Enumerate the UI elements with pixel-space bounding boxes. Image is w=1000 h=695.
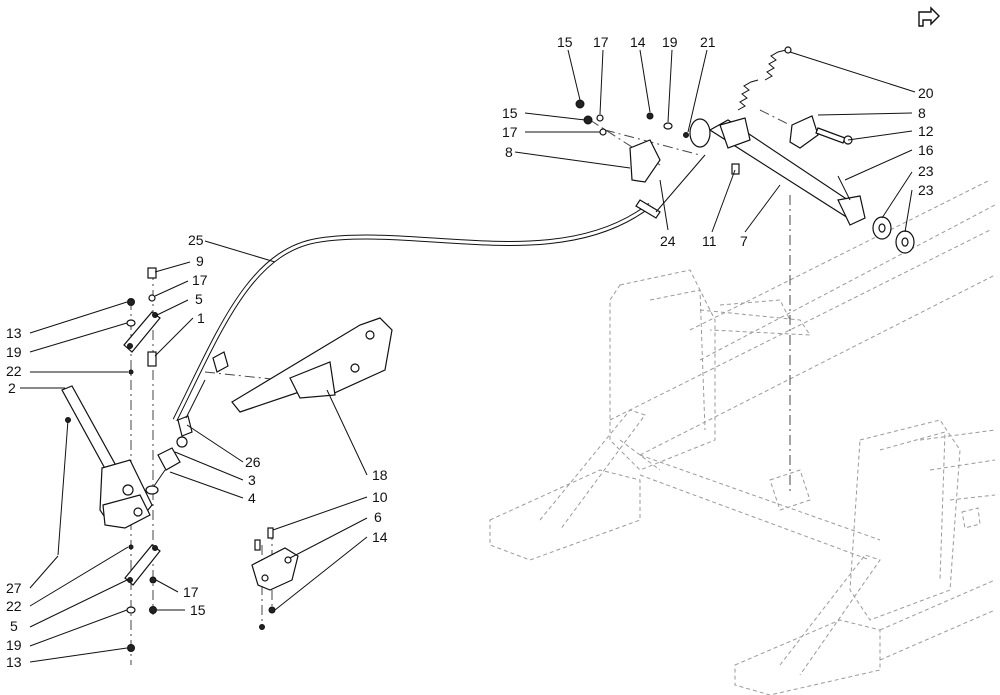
callout-19: 19 [6, 344, 22, 360]
turnbuckle-3 [157, 447, 181, 471]
callout-17: 17 [593, 34, 609, 50]
callout-9: 9 [196, 253, 204, 269]
callout-10: 10 [372, 489, 388, 505]
callout-4: 4 [248, 490, 256, 506]
machine-frame-ghost [489, 179, 996, 695]
callout-6: 6 [374, 509, 382, 525]
callout-27: 27 [6, 580, 22, 596]
plate-6 [251, 547, 299, 591]
hook-8-right [789, 115, 819, 149]
callout-17: 17 [183, 584, 199, 600]
callout-19: 19 [662, 34, 678, 50]
callout-16: 16 [918, 142, 934, 158]
callout-7: 7 [740, 233, 748, 249]
callout-5: 5 [10, 618, 18, 634]
callout-18: 18 [372, 467, 388, 483]
bolts-12 [815, 127, 846, 144]
leader-lines [20, 49, 916, 663]
callout-20: 20 [918, 85, 934, 101]
alignment-axes [130, 109, 791, 665]
callout-17: 17 [192, 272, 208, 288]
top-hardware [575, 99, 740, 175]
callout-17: 17 [502, 124, 518, 140]
callout-14: 14 [630, 34, 646, 50]
cable-fitting-upper [635, 199, 661, 219]
callout-22: 22 [6, 363, 22, 379]
callout-13: 13 [6, 325, 22, 341]
callout-13: 13 [6, 654, 22, 670]
callout-25: 25 [188, 232, 204, 248]
callout-15: 15 [557, 34, 573, 50]
callout-24: 24 [660, 233, 676, 249]
left-hardware [126, 267, 157, 652]
bracket-18 [231, 317, 393, 413]
callout-14: 14 [372, 529, 388, 545]
callout-22: 22 [6, 598, 22, 614]
callout-15: 15 [502, 105, 518, 121]
callout-12: 12 [918, 123, 934, 139]
callout-23: 23 [918, 182, 934, 198]
callout-5: 5 [195, 291, 203, 307]
callout-11: 11 [702, 233, 717, 249]
springs-20 [737, 46, 792, 111]
callout-19: 19 [6, 637, 22, 653]
callout-1: 1 [197, 310, 205, 326]
callout-8: 8 [918, 105, 926, 121]
cable-fitting-lower [212, 351, 229, 373]
callout-21: 21 [700, 34, 716, 50]
callout-2: 2 [8, 380, 16, 396]
callout-3: 3 [248, 472, 256, 488]
callout-23: 23 [918, 163, 934, 179]
callout-8: 8 [505, 144, 513, 160]
return-arrow-icon[interactable] [918, 6, 940, 27]
callouts: 15 17 14 19 21 20 15 17 8 8 12 16 23 23 … [6, 34, 934, 670]
link-5-upper [123, 311, 161, 353]
hook-8-left [629, 139, 661, 183]
callout-26: 26 [245, 454, 261, 470]
callout-15: 15 [190, 602, 206, 618]
